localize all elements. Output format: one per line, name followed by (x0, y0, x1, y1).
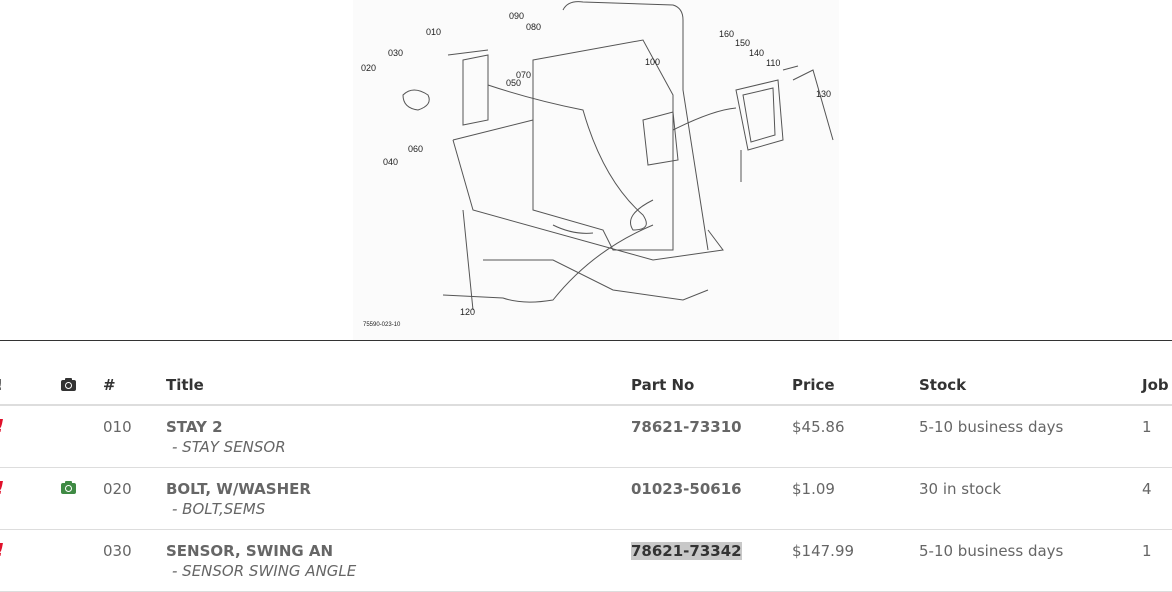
parts-diagram[interactable]: 010 020 030 040 050 060 070 080 090 100 … (353, 0, 839, 340)
camera-icon[interactable] (61, 481, 76, 494)
callout[interactable]: 070 (516, 70, 531, 80)
item-title[interactable]: STAY 2 (166, 418, 223, 436)
item-subtitle: - SENSOR SWING ANGLE (172, 562, 357, 580)
callout[interactable]: 080 (526, 22, 541, 32)
item-title[interactable]: BOLT, W/WASHER (166, 480, 311, 498)
job-quantity: 1 (1142, 542, 1152, 560)
job-quantity: 4 (1142, 480, 1152, 498)
stock-status: 5-10 business days (919, 418, 1064, 436)
stock-status: 30 in stock (919, 480, 1002, 498)
alert-icon[interactable]: ! (0, 478, 61, 500)
callout[interactable]: 150 (735, 38, 750, 48)
parts-table: ! # Title Part No Price Stock Job ! 010 … (0, 366, 1172, 592)
callout[interactable]: 140 (749, 48, 764, 58)
alert-column-header: ! (0, 376, 3, 394)
item-subtitle: - STAY SENSOR (172, 438, 286, 456)
table-row[interactable]: ! 020 BOLT, W/WASHER - BOLT,SEMS 01023-50… (0, 467, 1172, 530)
diagram-code: 75590-023-10 (363, 322, 401, 328)
price-column-header[interactable]: Price (792, 366, 919, 406)
parts-diagram-drawing: 010 020 030 040 050 060 070 080 090 100 … (361, 1, 834, 328)
callout[interactable]: 130 (816, 89, 831, 99)
job-quantity: 1 (1142, 418, 1152, 436)
part-number[interactable]: 01023-50616 (631, 480, 742, 498)
title-column-header[interactable]: Title (166, 366, 631, 406)
item-number: 020 (103, 480, 132, 498)
table-row[interactable]: ! 030 SENSOR, SWING AN - SENSOR SWING ANG… (0, 529, 1172, 592)
stock-status: 5-10 business days (919, 542, 1064, 560)
item-title[interactable]: SENSOR, SWING AN (166, 542, 334, 560)
camera-icon (61, 377, 76, 391)
item-subtitle: - BOLT,SEMS (172, 500, 266, 518)
job-column-header[interactable]: Job (1142, 366, 1172, 406)
callout[interactable]: 120 (460, 307, 475, 317)
callout[interactable]: 060 (408, 144, 423, 154)
table-header: ! # Title Part No Price Stock Job (0, 366, 1172, 406)
part-no-column-header[interactable]: Part No (631, 366, 792, 406)
price: $45.86 (792, 418, 845, 436)
part-number[interactable]: 78621-73310 (631, 418, 742, 436)
callout[interactable]: 030 (388, 48, 403, 58)
callout[interactable]: 110 (766, 58, 780, 68)
callout[interactable]: 090 (509, 11, 524, 21)
table-row[interactable]: ! 010 STAY 2 - STAY SENSOR 78621-73310 $4… (0, 405, 1172, 468)
callout[interactable]: 010 (426, 27, 441, 37)
callout[interactable]: 050 (506, 78, 521, 88)
callout[interactable]: 040 (383, 157, 398, 167)
part-number[interactable]: 78621-73342 (631, 542, 742, 560)
diagram-callouts: 010 020 030 040 050 060 070 080 090 100 … (361, 11, 831, 328)
alert-icon[interactable]: ! (0, 416, 61, 438)
callout[interactable]: 160 (719, 29, 734, 39)
number-column-header[interactable]: # (103, 366, 166, 406)
price: $147.99 (792, 542, 855, 560)
item-number: 010 (103, 418, 132, 436)
callout[interactable]: 100 (645, 57, 660, 67)
alert-icon[interactable]: ! (0, 540, 61, 562)
callout[interactable]: 020 (361, 63, 376, 73)
stock-column-header[interactable]: Stock (919, 366, 1142, 406)
item-number: 030 (103, 542, 132, 560)
divider (0, 340, 1172, 341)
price: $1.09 (792, 480, 835, 498)
